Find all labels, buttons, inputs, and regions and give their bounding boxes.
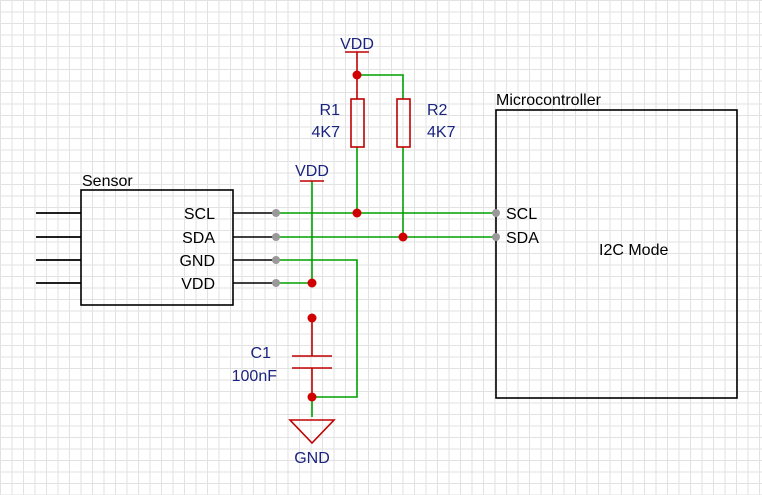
wires — [276, 74, 496, 417]
junction-vdd — [307, 278, 317, 288]
sensor-pin-vdd: VDD — [181, 276, 215, 293]
microcontroller-pin-sda: SDA — [506, 230, 539, 247]
microcontroller-mode: I2C Mode — [599, 242, 668, 259]
sensor-box — [80, 189, 234, 306]
components — [288, 51, 411, 445]
microcontroller-pin-scl: SCL — [506, 206, 537, 223]
sensor-pin-sda: SDA — [182, 230, 215, 247]
sensor-pin-gnd: GND — [179, 253, 215, 270]
pin-dot-sensor-gnd — [272, 256, 280, 264]
junction-gnd — [307, 392, 317, 402]
c1-ref: C1 — [251, 345, 272, 362]
sensor-block: Sensor SCL SDA GND VDD — [36, 173, 276, 306]
vdd-top-label: VDD — [340, 36, 374, 53]
resistor-r1-body — [350, 98, 365, 148]
r2-ref: R2 — [427, 102, 448, 119]
pin-dot-sensor-scl — [272, 209, 280, 217]
vdd-left-label: VDD — [295, 163, 329, 180]
c1-value: 100nF — [232, 368, 278, 385]
r1-value: 4K7 — [312, 124, 341, 141]
pin-dot-mcu-sda — [492, 233, 500, 241]
microcontroller-box — [495, 109, 738, 399]
wire-gnd — [276, 259, 358, 398]
junctions — [307, 70, 408, 402]
pin-dots — [272, 209, 500, 287]
labels: VDD R1 4K7 R2 4K7 VDD C1 100nF GND — [232, 36, 456, 467]
pin-dot-sensor-vdd — [272, 279, 280, 287]
r2-value: 4K7 — [427, 124, 456, 141]
gnd-symbol — [288, 419, 336, 445]
junction-scl — [352, 208, 362, 218]
junction-r-top — [352, 70, 362, 80]
sensor-pin-scl: SCL — [184, 206, 215, 223]
junction-sda — [398, 232, 408, 242]
microcontroller-block: Microcontroller SCL SDA I2C Mode — [495, 92, 738, 399]
pin-dot-sensor-sda — [272, 233, 280, 241]
resistor-r2-body — [396, 98, 411, 148]
r1-ref: R1 — [320, 102, 341, 119]
sensor-title: Sensor — [82, 173, 133, 190]
junction-cap-top — [307, 313, 317, 323]
gnd-label: GND — [294, 450, 330, 467]
microcontroller-title: Microcontroller — [496, 92, 602, 109]
pin-dot-mcu-scl — [492, 209, 500, 217]
wire-r-top — [357, 74, 404, 99]
